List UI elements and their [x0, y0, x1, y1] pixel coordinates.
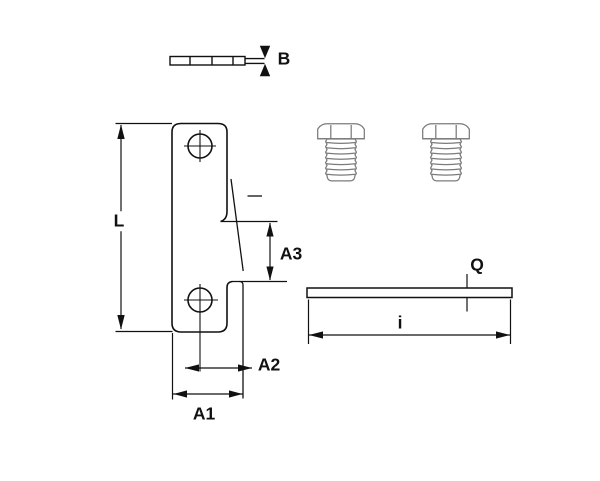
bolt-1	[317, 123, 365, 182]
i-extension-lines	[307, 299, 512, 344]
break-line	[230, 178, 244, 272]
label-b: B	[277, 48, 291, 69]
arrowhead-left-icon	[309, 331, 323, 339]
plate-right-edge-lower	[226, 280, 233, 323]
plate-outline	[171, 122, 228, 333]
bolt-2	[422, 123, 470, 182]
top-hole-crosshair	[184, 130, 216, 162]
L-extension-lines	[115, 122, 173, 333]
label-i: i	[397, 312, 403, 333]
bottom-hole-crosshair	[184, 284, 218, 372]
label-a1: A1	[192, 403, 216, 424]
dimension-A3	[220, 220, 287, 283]
arrowhead-up-icon	[259, 63, 271, 77]
arrowhead-right-icon	[229, 390, 243, 398]
arrowhead-left-icon	[185, 364, 199, 372]
plate-edge-tongue	[245, 57, 265, 65]
plate-edge-segments	[189, 56, 234, 65]
profile-bar	[306, 287, 513, 299]
arrowhead-up-icon	[117, 124, 125, 139]
dimension-B	[259, 45, 271, 77]
label-l: L	[110, 211, 128, 231]
arrowhead-right-icon	[238, 364, 252, 372]
plate-profile-view	[306, 274, 513, 344]
arrowhead-down-icon	[266, 266, 274, 281]
label-a2: A2	[257, 354, 281, 375]
dimension-A2	[185, 364, 252, 372]
arrowhead-down-icon	[259, 45, 271, 59]
arrowhead-right-icon	[496, 331, 510, 339]
plate-right-edge-upper	[220, 132, 228, 223]
plate-edge-bar	[169, 55, 246, 66]
label-a3: A3	[279, 243, 303, 264]
arrowhead-up-icon	[266, 222, 274, 237]
plate-thickness-view	[169, 55, 265, 66]
dimension-A1	[171, 333, 243, 400]
backplate-front-view	[171, 122, 262, 399]
tab-edge	[239, 280, 244, 399]
arrowhead-left-icon	[173, 390, 187, 398]
label-q: Q	[470, 254, 484, 275]
arrowhead-down-icon	[117, 315, 125, 330]
A3-extension-lines	[220, 220, 287, 283]
